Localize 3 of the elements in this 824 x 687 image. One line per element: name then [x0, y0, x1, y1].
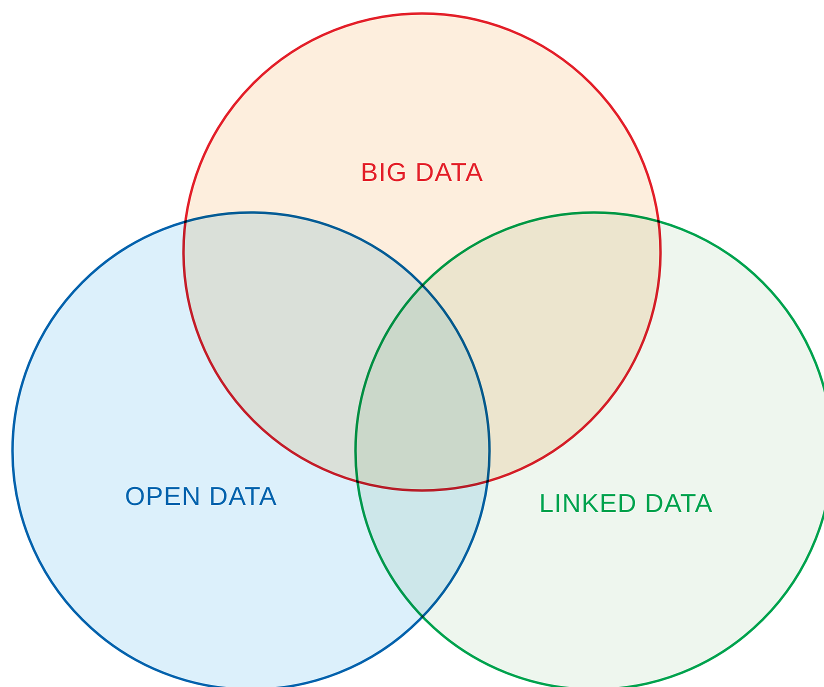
set-label: BIG DATA — [360, 159, 484, 185]
set-label: LINKED DATA — [539, 490, 713, 516]
set-label: OPEN DATA — [124, 483, 278, 509]
